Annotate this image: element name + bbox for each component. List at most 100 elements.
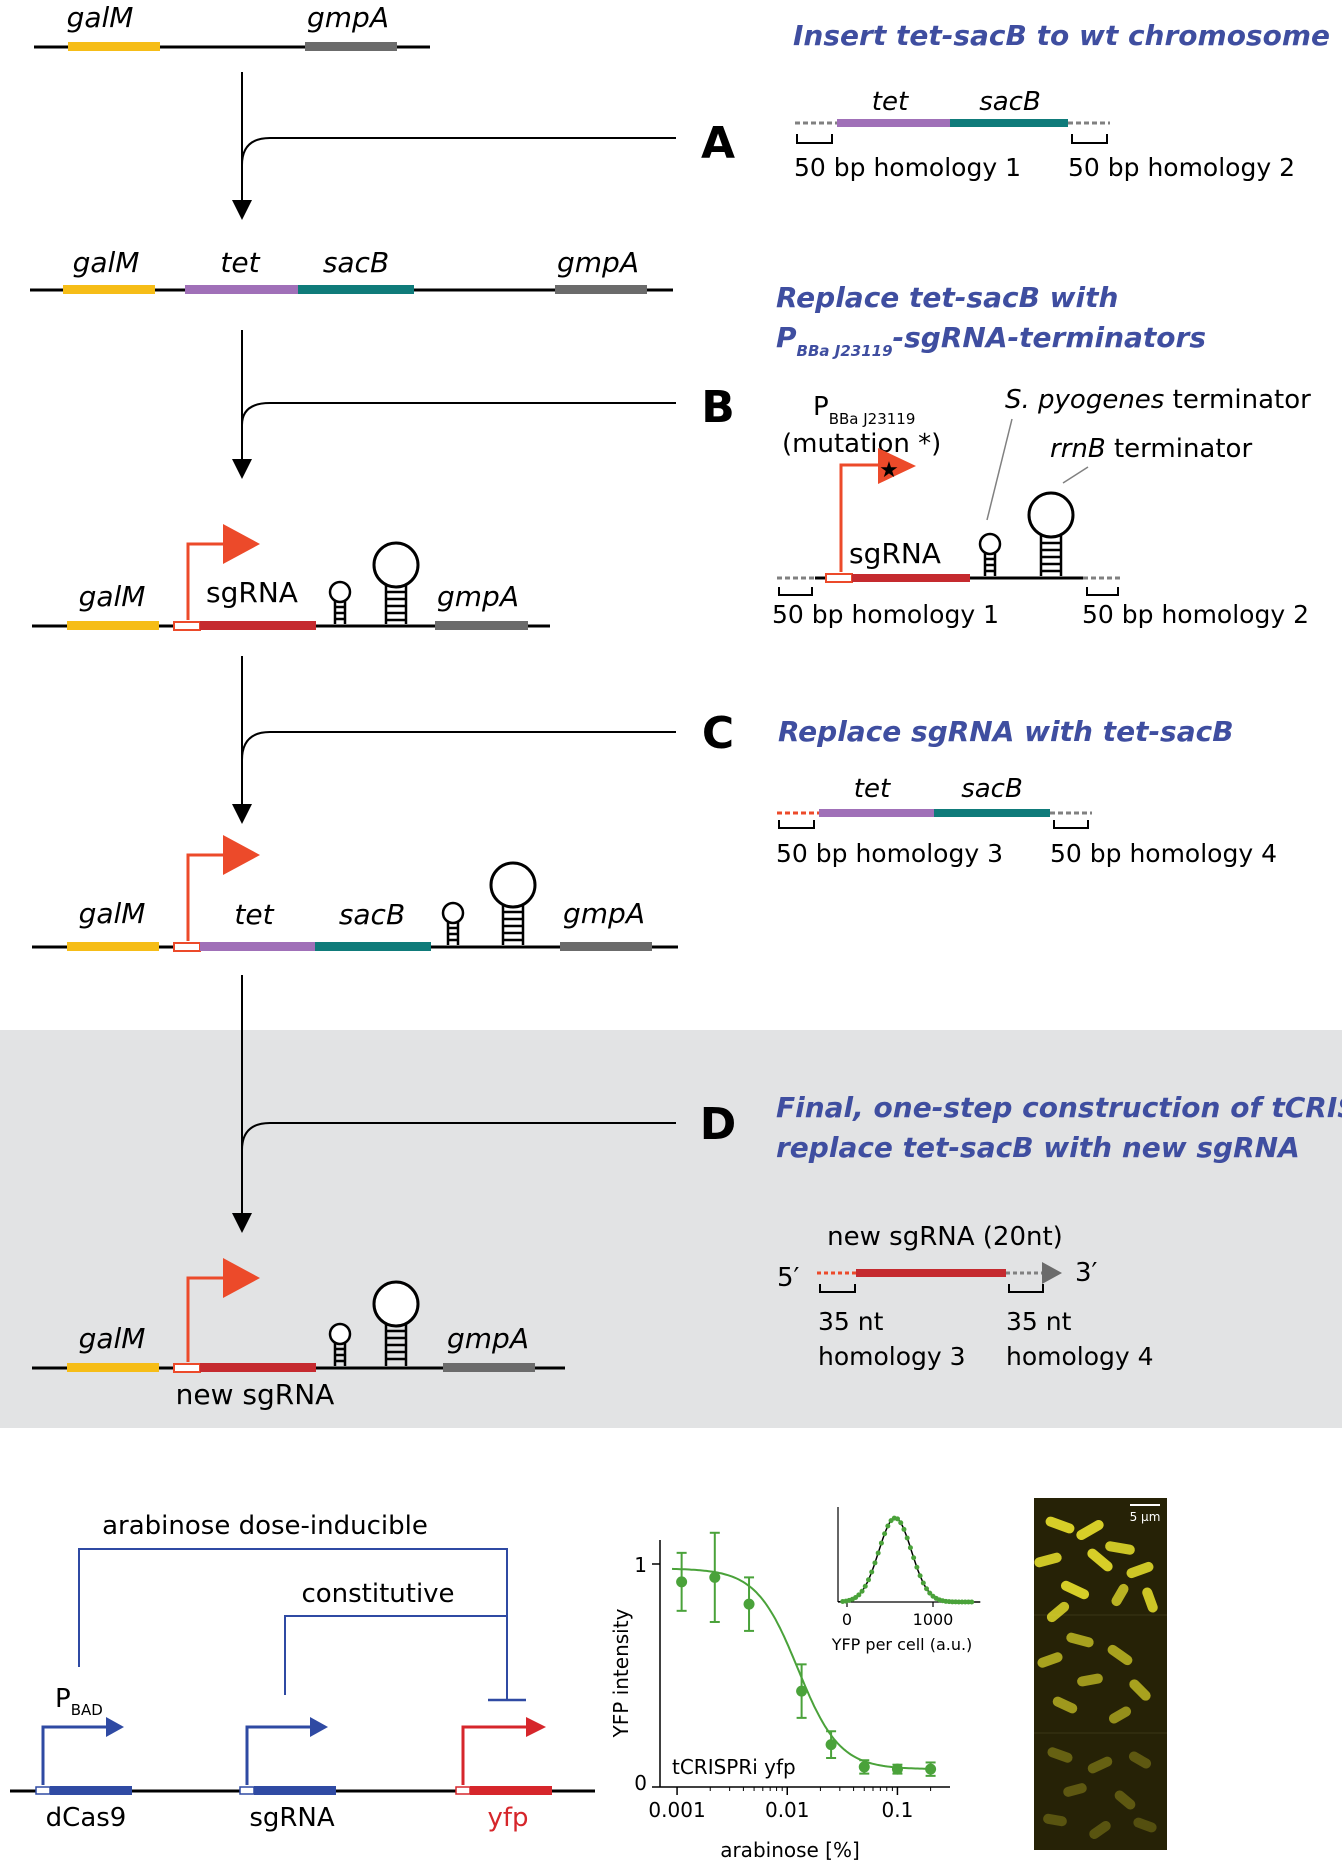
step-b-arrow xyxy=(232,330,676,479)
gene-label-galm: galM xyxy=(79,1322,146,1355)
step-letter-b: B xyxy=(701,382,735,433)
insert-label-tet: tet xyxy=(872,87,909,117)
step-d-arrow xyxy=(232,975,676,1233)
cell xyxy=(1046,1601,1070,1623)
step-d-title-line2: replace tet-sacB with new sgRNA xyxy=(776,1131,1300,1164)
cell xyxy=(1045,1516,1075,1534)
step-d-shaded-band xyxy=(0,1030,1342,1428)
step-a-arrow xyxy=(232,72,676,220)
inset-point xyxy=(969,1599,975,1605)
cell xyxy=(1129,1679,1151,1701)
micrograph: 5 µm xyxy=(1034,1498,1167,1850)
inset-point xyxy=(875,1550,881,1556)
inset-point xyxy=(920,1580,926,1586)
oligo-left-homology-line2: homology 3 xyxy=(818,1342,966,1371)
step-c-arrow xyxy=(232,656,676,824)
scale-bar-label: 5 µm xyxy=(1130,1510,1161,1524)
dose-response-chart: 1 0 YFP intensity arabinose [%] tCRISPRi… xyxy=(609,1507,981,1862)
wt-chromosome: galM gmpA xyxy=(34,1,430,51)
promoter-tet-sacb-chromosome: galM tet sacB gmpA xyxy=(32,835,678,952)
inset-point xyxy=(917,1573,923,1579)
cell xyxy=(1043,1813,1067,1827)
inset-xtick-1000: 1000 xyxy=(913,1610,954,1629)
pbad-label: PBAD xyxy=(55,1684,103,1719)
inset-point xyxy=(878,1540,884,1546)
y-tick-label-1: 1 xyxy=(634,1553,647,1577)
data-point xyxy=(743,1598,755,1610)
micrograph-cells xyxy=(1034,1516,1158,1840)
data-point xyxy=(925,1763,937,1775)
step-b-title-line2: PBBa J23119-sgRNA-terminators xyxy=(776,321,1206,360)
step-c-title: Replace sgRNA with tet-sacB xyxy=(778,715,1234,748)
inset-histogram: 0 1000 YFP per cell (a.u.) xyxy=(831,1507,981,1654)
gene-label-sgrna: sgRNA xyxy=(206,576,298,609)
x-tick-label-0: 0.001 xyxy=(648,1798,705,1822)
y-axis-label: YFP intensity xyxy=(609,1608,633,1738)
gene-label-gmpa: gmpA xyxy=(307,1,389,34)
step-b-homology-left: 50 bp homology 1 xyxy=(772,600,999,629)
step-letter-d: D xyxy=(700,1099,737,1150)
mutation-star: ★ xyxy=(879,458,899,483)
cell xyxy=(1087,1756,1113,1774)
cell xyxy=(1066,1632,1094,1648)
gene-label-galm: galM xyxy=(79,897,146,930)
inset-point xyxy=(862,1583,868,1589)
cell xyxy=(1037,1652,1063,1668)
data-point xyxy=(796,1685,808,1697)
inset-point xyxy=(872,1560,878,1566)
mutation-label: (mutation *) xyxy=(782,429,941,459)
inset-point xyxy=(885,1523,891,1529)
data-point xyxy=(858,1761,870,1773)
gene-label-tet: tet xyxy=(234,898,274,931)
spy-terminator-label: S. pyogenes terminator xyxy=(1005,385,1311,415)
inset-point xyxy=(907,1545,913,1551)
inset-gaussian-fit xyxy=(838,1517,981,1603)
cell xyxy=(1034,1552,1062,1568)
inset-point xyxy=(927,1590,933,1596)
cell xyxy=(1107,1644,1133,1666)
circuit-diagram: arabinose dose-inducible constitutive PB… xyxy=(10,1511,595,1833)
cell xyxy=(1060,1580,1090,1600)
cell xyxy=(1126,1561,1154,1579)
cell xyxy=(1087,1548,1113,1572)
gene-label-galm: galM xyxy=(73,246,140,279)
insert-label-sacb: sacB xyxy=(979,87,1041,117)
inset-point xyxy=(866,1577,871,1583)
insert-label-sacb: sacB xyxy=(961,774,1023,804)
step-a-homology-right: 50 bp homology 2 xyxy=(1068,153,1295,182)
tet-sacb-chromosome: galM tet sacB gmpA xyxy=(30,246,673,294)
insert-label-sgrna: sgRNA xyxy=(849,537,941,570)
cell xyxy=(1142,1587,1158,1613)
gene-label-gmpa: gmpA xyxy=(437,580,519,613)
cell xyxy=(1076,1520,1104,1540)
cell xyxy=(1047,1747,1073,1763)
step-a-insert: tet sacB 50 bp homology 1 50 bp homology… xyxy=(794,87,1295,182)
oligo-right-homology-line2: homology 4 xyxy=(1006,1342,1154,1371)
inset-x-label: YFP per cell (a.u.) xyxy=(831,1635,973,1654)
inset-point xyxy=(898,1520,904,1526)
inset-point xyxy=(895,1516,901,1522)
inset-point xyxy=(859,1588,865,1594)
promoter-label: PBBa J23119 xyxy=(813,392,915,428)
three-prime-label: 3′ xyxy=(1075,1258,1098,1288)
step-letter-a: A xyxy=(701,118,735,169)
inset-point xyxy=(856,1592,862,1598)
final-chromosome: galM gmpA new sgRNA xyxy=(32,1258,565,1411)
step-c-insert: tet sacB 50 bp homology 3 50 bp homology… xyxy=(776,774,1277,868)
constitutive-label: constitutive xyxy=(301,1579,454,1609)
data-point xyxy=(825,1739,837,1751)
circuit-gene-sgrna: sgRNA xyxy=(249,1803,335,1833)
cell xyxy=(1077,1673,1103,1687)
cell xyxy=(1052,1696,1078,1714)
data-point xyxy=(891,1763,903,1775)
inset-point xyxy=(924,1586,930,1592)
step-c-homology-right: 50 bp homology 4 xyxy=(1050,839,1277,868)
cell xyxy=(1105,1541,1135,1555)
gene-label-new-sgrna: new sgRNA xyxy=(176,1378,335,1411)
circuit-gene-dcas9: dCas9 xyxy=(46,1803,127,1833)
data-points xyxy=(676,1531,937,1777)
gene-label-gmpa: gmpA xyxy=(563,897,645,930)
step-b-homology-right: 50 bp homology 2 xyxy=(1082,600,1309,629)
